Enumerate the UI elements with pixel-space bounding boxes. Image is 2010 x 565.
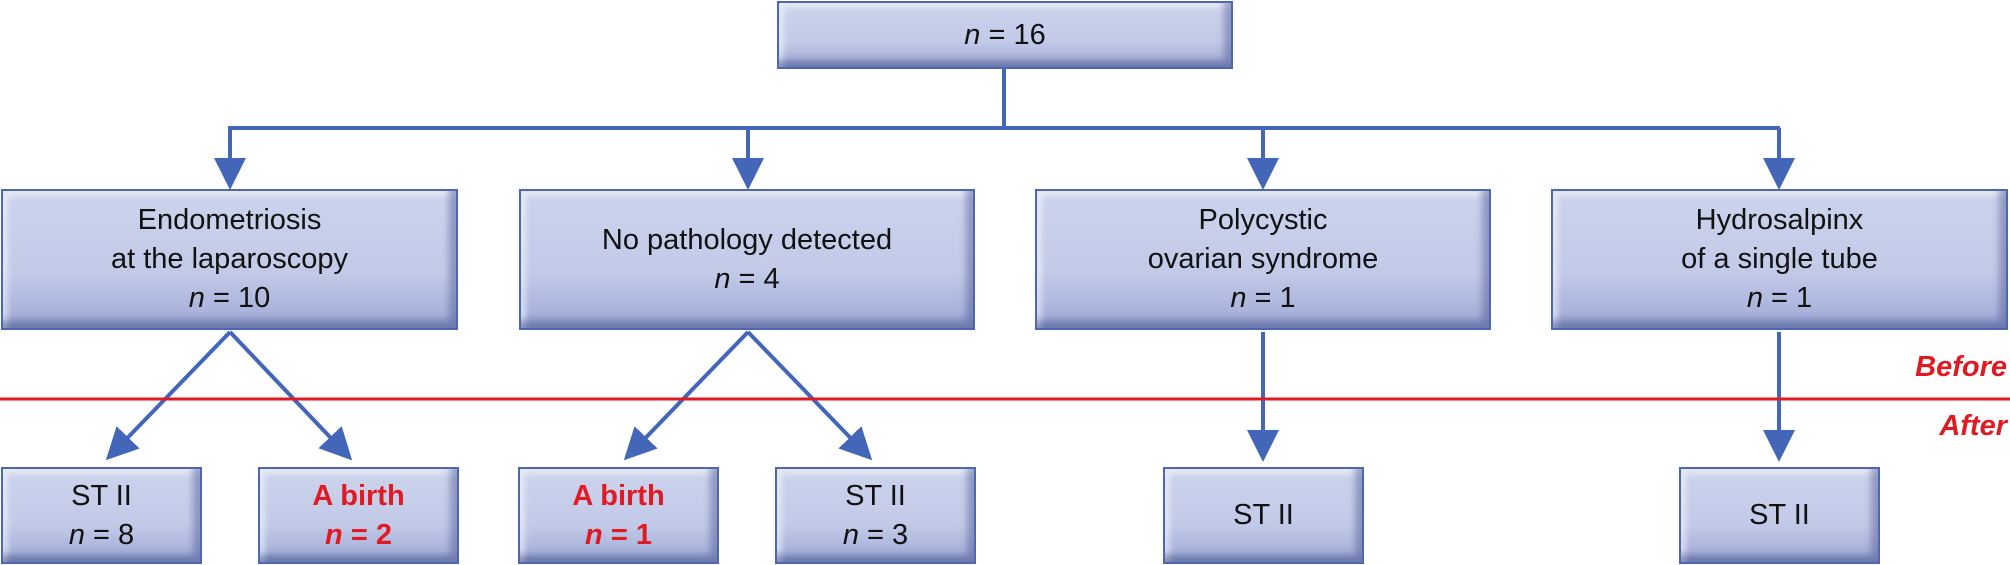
outcome-birth-no-pathology-label: A birth [572, 479, 665, 512]
category-polycystic: Polycystic ovarian syndrome n = 1 [1035, 189, 1491, 330]
outcome-st2-endometriosis: ST II n = 8 [1, 467, 202, 564]
category-hydrosalpinx-n-value: = 1 [1762, 282, 1813, 314]
outcome-st2-polycystic-label: ST II [1233, 499, 1294, 531]
outcome-st2-no-pathology: ST II n = 3 [775, 467, 976, 564]
category-polycystic-n-symbol: n [1230, 282, 1247, 314]
category-endometriosis: Endometriosis at the laparoscopy n = 10 [1, 189, 458, 330]
root-node: n = 16 [777, 1, 1233, 69]
outcome-birth-no-pathology-n-value: = 1 [602, 518, 652, 551]
category-no-pathology-line1: No pathology detected [601, 223, 893, 256]
category-no-pathology-n-value: = 4 [730, 262, 780, 295]
after-label: After [1939, 410, 2007, 442]
root-n-value: = 16 [980, 18, 1046, 51]
outcome-birth-endometriosis-label: A birth [312, 479, 405, 512]
outcome-birth-endometriosis-n-symbol: n [325, 518, 343, 551]
outcome-st2-hydrosalpinx-label: ST II [1749, 499, 1810, 531]
outcome-st2-hydrosalpinx: ST II [1679, 467, 1880, 564]
outcome-st2-no-pathology-n-value: = 3 [858, 518, 909, 551]
category-endometriosis-line1: Endometriosis [137, 204, 322, 236]
outcome-st2-polycystic: ST II [1163, 467, 1364, 564]
outcome-birth-endometriosis: A birth n = 2 [258, 467, 459, 564]
root-n-symbol: n [964, 18, 981, 51]
category-endometriosis-n-value: = 10 [204, 282, 271, 314]
outcome-st2-endometriosis-label: ST II [71, 479, 132, 512]
category-hydrosalpinx-n-symbol: n [1746, 282, 1763, 314]
category-endometriosis-line2: at the laparoscopy [111, 243, 348, 275]
arrow-endometriosis-st2 [105, 330, 232, 461]
arrow-no-pathology-birth [623, 330, 750, 461]
outcome-st2-endometriosis-n-value: = 8 [84, 518, 135, 551]
category-no-pathology: No pathology detected n = 4 [519, 189, 975, 330]
outcome-birth-no-pathology: A birth n = 1 [518, 467, 719, 564]
category-polycystic-line1: Polycystic [1198, 204, 1328, 236]
category-hydrosalpinx-line1: Hydrosalpinx [1695, 204, 1864, 236]
outcome-st2-no-pathology-label: ST II [845, 479, 906, 512]
outcome-birth-no-pathology-n-symbol: n [585, 518, 603, 551]
arrow-no-pathology-st2 [746, 330, 873, 461]
category-hydrosalpinx: Hydrosalpinx of a single tube n = 1 [1551, 189, 2008, 330]
arrow-endometriosis-birth [228, 330, 353, 461]
category-polycystic-n-value: = 1 [1246, 282, 1296, 314]
category-no-pathology-n-symbol: n [714, 262, 731, 295]
category-polycystic-line2: ovarian syndrome [1147, 243, 1379, 275]
outcome-st2-no-pathology-n-symbol: n [842, 518, 859, 551]
before-label: Before [1915, 351, 2007, 383]
category-endometriosis-n-symbol: n [188, 282, 205, 314]
outcome-st2-endometriosis-n-symbol: n [68, 518, 85, 551]
outcome-birth-endometriosis-n-value: = 2 [342, 518, 392, 551]
category-hydrosalpinx-line2: of a single tube [1681, 243, 1878, 275]
